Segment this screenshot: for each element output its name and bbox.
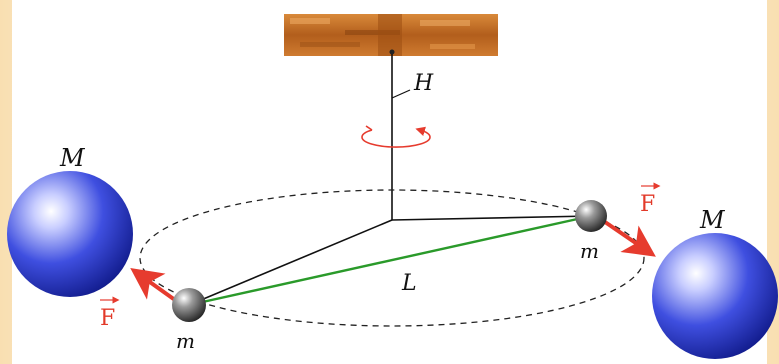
fiber-label: H [413, 71, 434, 96]
rod-label: L [401, 271, 417, 296]
big-mass-right-label: M [699, 206, 726, 234]
big-sphere-right [652, 233, 778, 359]
rotation-arrow-icon [361, 125, 431, 148]
orbit-path [139, 189, 645, 327]
force-left-label: F [100, 306, 115, 331]
fiber-label-leader [391, 89, 411, 99]
big-mass-left-label: M [59, 144, 86, 172]
force-right-label: F [640, 192, 655, 217]
small-sphere-left [172, 288, 206, 322]
force-left-label-group: F [100, 296, 120, 331]
force-arrow-left [130, 268, 177, 302]
force-arrow-right [603, 220, 656, 257]
small-mass-right-label: m [580, 239, 599, 263]
support-arm-right [391, 215, 592, 221]
support-beam [284, 14, 498, 56]
small-sphere-right [575, 200, 607, 232]
big-sphere-left [7, 171, 133, 297]
support-arm-left [188, 219, 393, 306]
rod-line [188, 214, 592, 307]
force-right-label-group: F [640, 182, 661, 217]
diagram-panel [12, 0, 767, 364]
small-mass-left-label: m [176, 329, 195, 353]
